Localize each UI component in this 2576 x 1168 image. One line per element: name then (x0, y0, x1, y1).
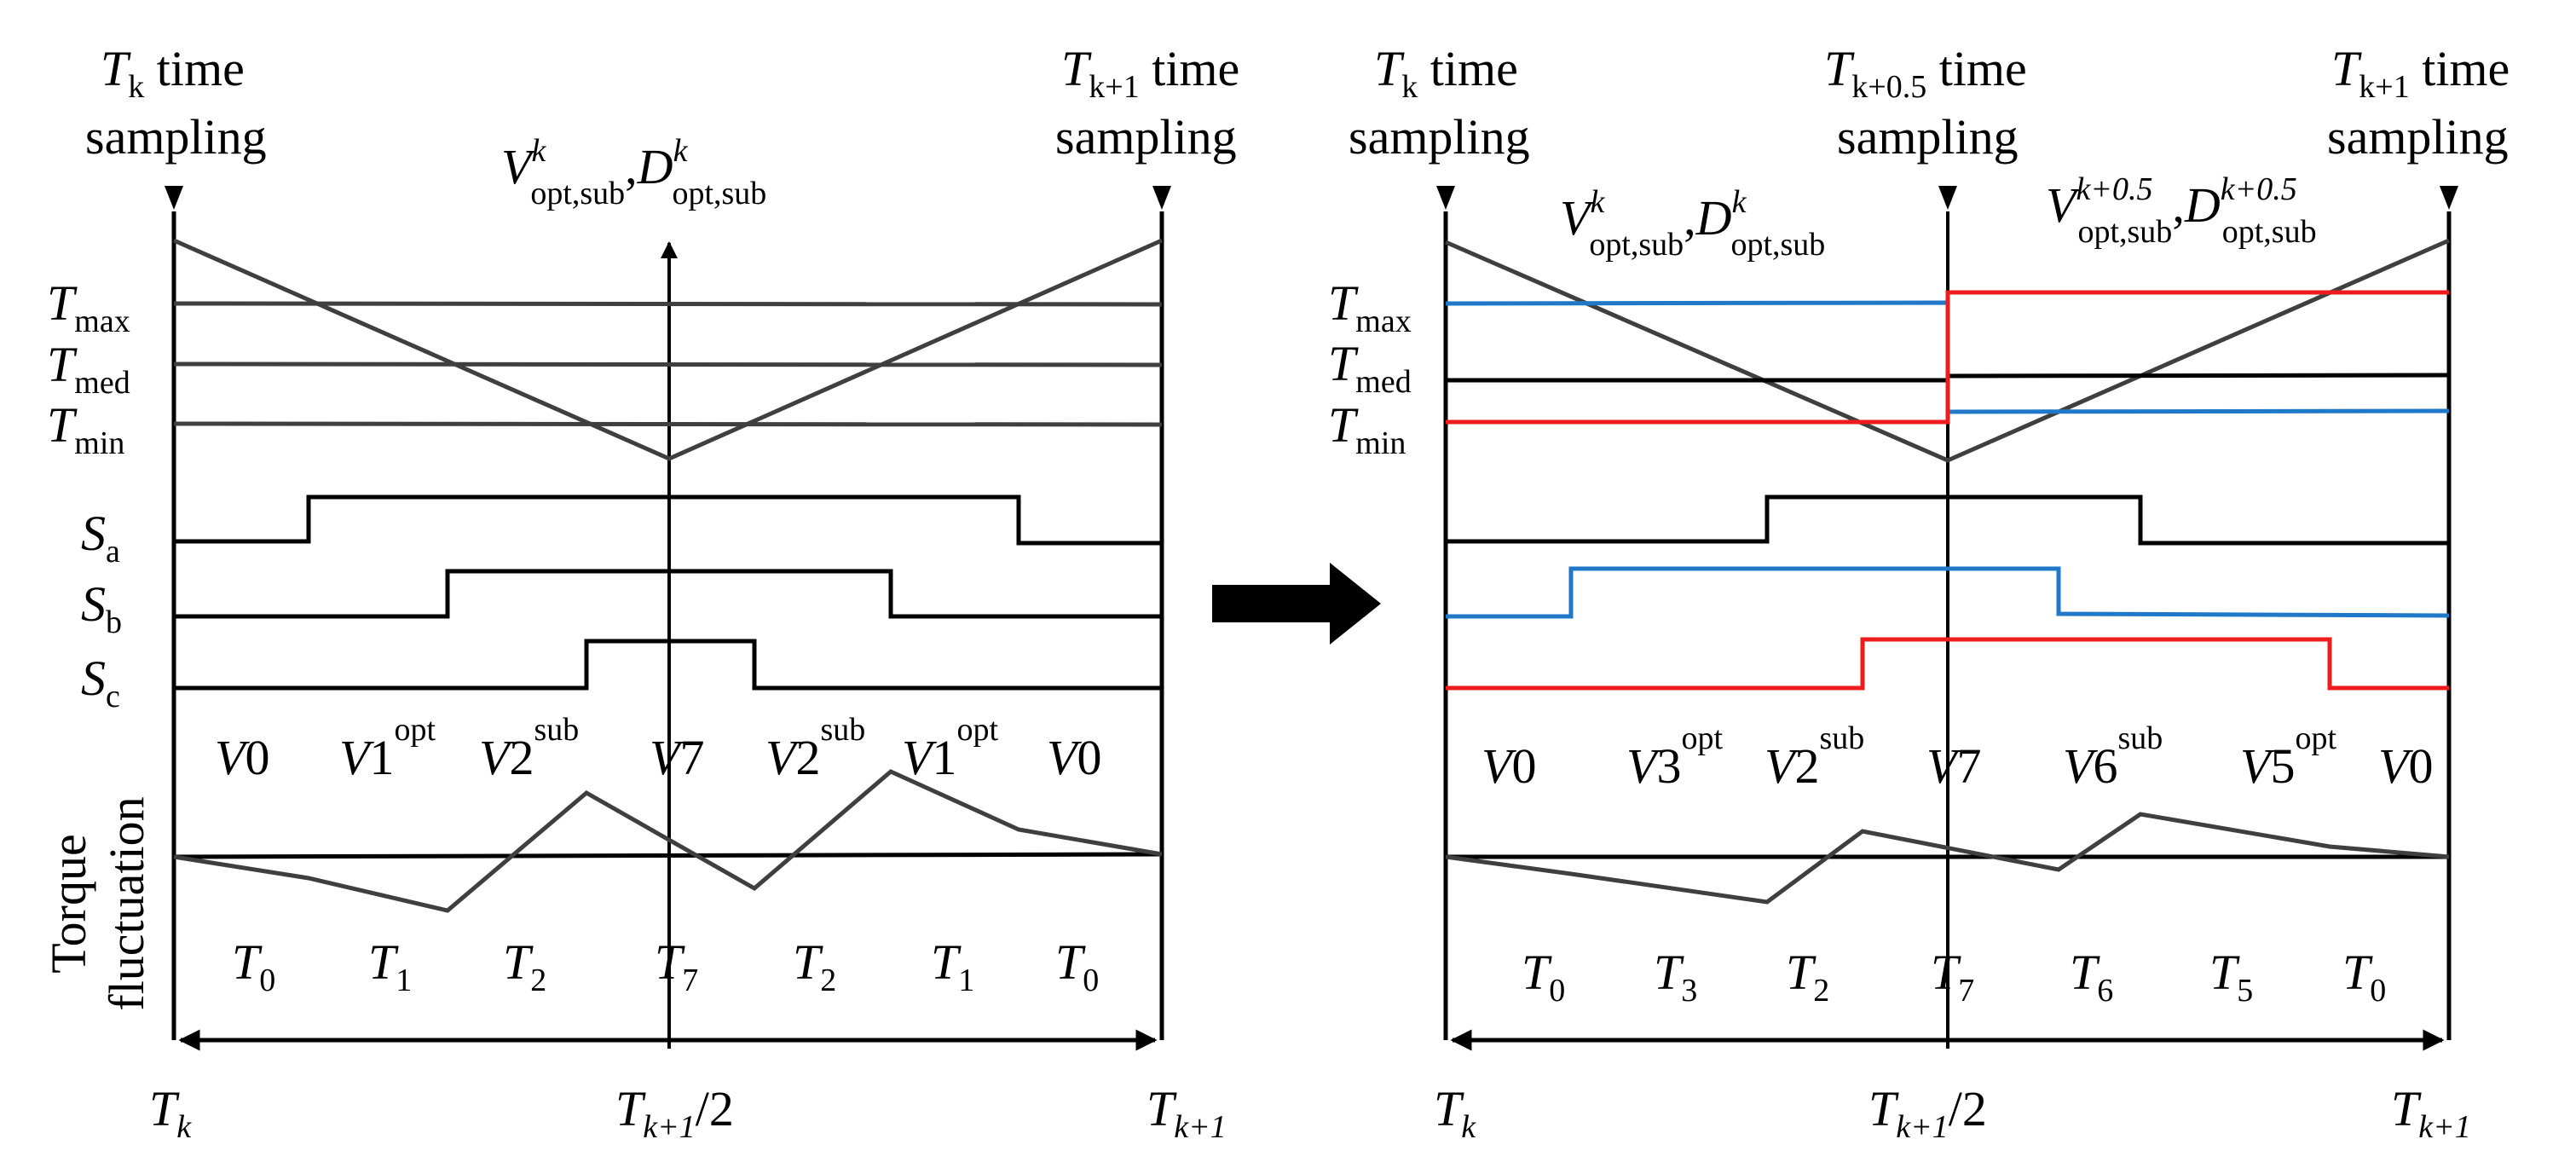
right-sampling-label-start: Tk time sampling (1349, 41, 1530, 165)
left-time-t0: T0 (232, 934, 275, 998)
right-vector-v0: V0 (1481, 738, 1536, 794)
right-sc-signal (1446, 637, 2449, 691)
svg-text:Tk time: Tk time (1374, 41, 1518, 105)
left-vector-v7: V7 (650, 730, 704, 785)
right-axis-end-label: Tk+1 (2391, 1081, 2471, 1145)
right-sampling-marker-mid (1938, 186, 1957, 210)
right-carrier-triangle (1445, 238, 2451, 463)
right-panel: Tk time sampling Tk+0.5 time sampling Tk… (1328, 41, 2510, 1145)
left-vector-v1opt: V1opt (339, 712, 436, 785)
svg-text:Tk+1 time: Tk+1 time (2331, 41, 2510, 105)
right-time-labels: T0 T3 T2 T7 T6 T5 T0 (1522, 945, 2386, 1009)
right-sampling-label-end: Tk+1 time sampling (2327, 41, 2510, 165)
left-vector-v0-b: V0 (1047, 730, 1101, 785)
right-red-threshold (1446, 290, 2449, 425)
left-tmed-line (173, 361, 1163, 367)
right-vector-v0-b: V0 (2378, 738, 2433, 794)
svg-text:Tk+0.5 time: Tk+0.5 time (1824, 41, 2027, 105)
right-vector-v3opt: V3opt (1626, 720, 1723, 794)
left-sampling-marker-start (165, 186, 183, 210)
left-vector-labels: V0 V1opt V2sub V7 V2sub V1opt V0 (215, 712, 1101, 785)
right-sampling-marker-start (1436, 186, 1455, 210)
right-vector-labels: V0 V3opt V2sub V7 V6sub V5opt V0 (1481, 720, 2433, 794)
right-time-t6: T6 (2070, 945, 2113, 1009)
left-tmin-line (173, 421, 1163, 427)
left-time-t7: T7 (655, 934, 698, 998)
left-vector-v1opt-b: V1opt (902, 712, 998, 785)
right-vector-v2sub: V2sub (1765, 720, 1864, 794)
right-time-t7: T7 (1931, 945, 1974, 1009)
left-time-t0-b: T0 (1055, 934, 1099, 998)
left-sampling-label-end: Tk+1 time sampling (1055, 41, 1239, 165)
svg-text:Tk+1 time: Tk+1 time (1061, 41, 1239, 105)
left-time-t1: T1 (368, 934, 412, 998)
left-tmax-label: Tmax (47, 275, 130, 339)
left-time-t2: T2 (503, 934, 546, 998)
right-time-t0-b: T0 (2342, 945, 2386, 1009)
left-carrier-triangle (172, 238, 1164, 461)
left-tmed-label: Tmed (47, 337, 130, 401)
left-sc-label: Sc (81, 650, 120, 714)
right-arrow-icon (1212, 563, 1381, 645)
left-time-t1-b: T1 (931, 934, 974, 998)
left-torque-label: Torque fluctuation (41, 796, 154, 1010)
right-sb-signal (1446, 566, 2450, 619)
left-torque-baseline (173, 852, 1163, 859)
svg-text:sampling: sampling (1055, 109, 1237, 165)
svg-text:sampling: sampling (1349, 109, 1530, 165)
left-time-t2-b: T2 (793, 934, 836, 998)
left-vector-v2sub: V2sub (479, 712, 579, 785)
left-sb-label: Sb (81, 576, 122, 640)
svg-text:Tk time: Tk time (101, 41, 245, 105)
left-tmin-label: Tmin (47, 397, 124, 461)
right-time-t5: T5 (2209, 945, 2253, 1009)
right-torque-fluctuation (1445, 812, 2450, 905)
left-sa-signal (174, 494, 1162, 546)
left-time-labels: T0 T1 T2 T7 T2 T1 T0 (232, 934, 1099, 998)
svg-text:sampling: sampling (85, 109, 267, 165)
right-axis-mid-label: Tk+1/2 (1868, 1081, 1987, 1145)
left-sampling-marker-end (1152, 186, 1171, 210)
left-vector-v0: V0 (215, 730, 269, 785)
left-torque-fluctuation (173, 769, 1163, 913)
right-time-t0: T0 (1522, 945, 1565, 1009)
left-sc-signal (174, 639, 1162, 691)
right-tmin-label: Tmin (1328, 397, 1406, 461)
svg-text:fluctuation: fluctuation (99, 796, 154, 1010)
right-time-t3: T3 (1654, 945, 1697, 1009)
right-sampling-label-mid: Tk+0.5 time sampling (1824, 41, 2027, 165)
right-sa-signal (1446, 494, 2449, 546)
right-vector-v5opt: V5opt (2240, 720, 2336, 794)
left-axis-end-label: Tk+1 (1146, 1081, 1227, 1145)
svg-text:sampling: sampling (1837, 109, 2019, 165)
right-tmax-label: Tmax (1328, 275, 1412, 339)
right-vector-v7: V7 (1926, 738, 1981, 794)
left-axis-mid-label: Tk+1/2 (615, 1081, 734, 1145)
left-axis-start-label: Tk (149, 1081, 192, 1145)
left-sb-signal (174, 569, 1162, 619)
right-axis-start-label: Tk (1434, 1081, 1476, 1145)
right-tmed-label: Tmed (1328, 336, 1412, 400)
svg-text:sampling: sampling (2327, 109, 2509, 165)
right-sampling-marker-end (2440, 186, 2458, 210)
right-vector-v6sub: V6sub (2063, 720, 2163, 794)
left-vector-v2sub-b: V2sub (765, 712, 865, 785)
left-sampling-label-start: Tk time sampling (85, 41, 267, 165)
right-time-t2: T2 (1786, 945, 1829, 1009)
left-sa-label: Sa (81, 506, 120, 570)
svg-text:Torque: Torque (41, 834, 96, 973)
